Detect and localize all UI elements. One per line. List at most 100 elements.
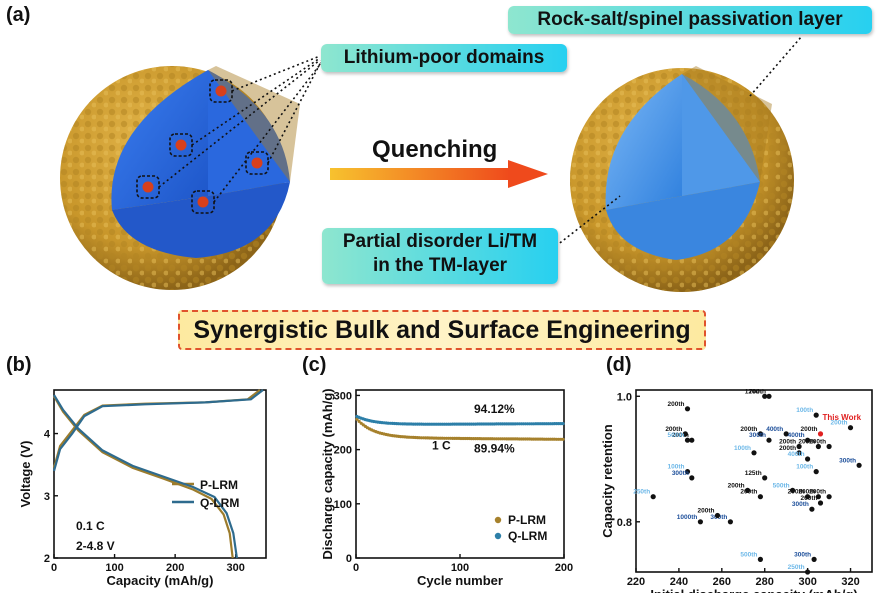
chart-d-point-label: 300th: [792, 501, 809, 508]
chart-d-point: [847, 425, 854, 431]
chart-b-y-tick-label: 3: [44, 491, 50, 503]
chart-b-q-lrm-discharge-curve: [53, 394, 238, 559]
chart-b-legend-q-lrm: Q-LRM: [200, 496, 239, 510]
chart-d-point: [809, 506, 815, 512]
chart-d-point: [811, 556, 817, 562]
chart-d-point-label: 400th: [788, 451, 805, 458]
chart-d-point: [790, 487, 796, 493]
sphere-right: [555, 35, 803, 292]
chart-b-x-tick-label: 200: [166, 562, 184, 574]
chart-c-retention-q: 94.12%: [474, 402, 515, 416]
chart-c-legend-p-lrm: P-LRM: [508, 513, 546, 527]
chart-c-y-tick-label: 0: [346, 553, 352, 565]
chart-d-y-tick-label: 1.0: [617, 391, 632, 403]
chart-d-point-label: 100th: [796, 464, 813, 471]
chart-d-x-axis-label: Initial discharge capacity (mAh/g): [650, 587, 857, 593]
chart-d-point: [813, 469, 819, 475]
chart-c-point-p-lrm: [357, 419, 361, 423]
chart-d-point: [714, 512, 721, 519]
chart-d-point-this-work: [817, 431, 824, 437]
chart-d-point: [745, 487, 751, 493]
chart-d-point: [826, 443, 832, 450]
chart-d-point: [805, 494, 811, 500]
schematic-graphic: [60, 35, 803, 292]
chart-d-point: [684, 437, 691, 443]
chart-d-point: [856, 462, 862, 468]
chart-d-point: [783, 431, 789, 437]
chart-d-x-tick-label: 300: [798, 576, 816, 588]
callout-disorder-line2: in the TM-layer: [372, 255, 508, 276]
chart-d-point: [762, 393, 768, 399]
chart-d-point: [757, 494, 763, 500]
chart-d-point: [766, 437, 772, 443]
chart-c-y-tick-label: 300: [334, 390, 352, 402]
chart-d-x-tick-label: 280: [756, 576, 774, 588]
chart-d-x-tick-label: 260: [713, 576, 731, 588]
chart-d-point: [751, 450, 757, 456]
chart-d-point-label: 200th: [740, 489, 757, 496]
chart-d-point-label: 200th: [809, 489, 826, 496]
chart-d-point-label: 100th: [796, 407, 813, 414]
chart-b-x-tick-label: 300: [227, 562, 245, 574]
chart-d-point: [796, 443, 802, 450]
chart-b-x-axis-label: Capacity (mAh/g): [107, 573, 214, 588]
chart-d-point-label: 250th: [633, 489, 650, 496]
panel-label-a: (a): [6, 4, 31, 26]
chart-c-rate-label: 1 C: [432, 439, 451, 453]
chart-d-point: [727, 519, 733, 525]
chart-c-x-tick-label: 200: [555, 562, 573, 574]
chart-c-x-axis-label: Cycle number: [417, 573, 503, 588]
chart-c-point-p-lrm: [561, 437, 565, 441]
chart-d-point-label: 100th: [668, 464, 685, 471]
chart-d-point-label: 200th: [779, 439, 796, 446]
chart-d-point-label: 300th: [839, 457, 856, 464]
chart-d-point-label: 300th: [672, 470, 689, 477]
chart-d-point: [684, 469, 691, 475]
quenching-label: Quenching: [372, 136, 498, 163]
callout-partial-disorder: Partial disorder Li/TM in the TM-layer: [322, 228, 558, 284]
chart-d-point: [796, 450, 802, 456]
chart-d-point-label: 200th: [809, 439, 826, 446]
callout-lithium-poor: Lithium-poor domains: [321, 44, 567, 72]
chart-c-y-tick-label: 200: [334, 445, 352, 457]
chart-d-point: [817, 500, 824, 506]
chart-d-point: [689, 437, 695, 443]
chart-d-point-label: 125th: [745, 470, 762, 477]
chart-d-point: [805, 437, 811, 443]
chart-d-point-label: 200th: [798, 489, 815, 496]
chart-d-point-label: 100th: [734, 445, 751, 452]
chart-c-legend-marker: [494, 516, 502, 524]
chart-d-point-label: 200th: [779, 445, 796, 452]
chart-b-p-lrm-discharge-curve: [53, 395, 234, 559]
chart-d-point-label: 200th: [728, 482, 745, 489]
chart-c-y-axis-label: Discharge capacity (mAh/g): [320, 388, 335, 559]
chart-d-point-label: 200th: [798, 439, 815, 446]
sphere-left: [60, 66, 300, 290]
chart-c-point-p-lrm: [355, 417, 359, 421]
panel-label-d: (d): [606, 354, 632, 376]
chart-d-point-label: 120th: [745, 388, 762, 395]
callout-disorder-line1: Partial disorder Li/TM: [342, 231, 538, 252]
chart-d-point-label: 300th: [749, 432, 766, 439]
quenching-arrow: [330, 160, 548, 188]
chart-d-point: [757, 556, 763, 562]
panel-label-c: (c): [302, 354, 327, 376]
chart-d-point-label: 200th: [672, 432, 689, 439]
chart-d-point-label: 500th: [773, 482, 790, 489]
banner-synergistic: Synergistic Bulk and Surface Engineering: [178, 310, 706, 350]
chart-d-point-label: 200th: [740, 426, 757, 433]
chart-d-point: [689, 475, 695, 481]
chart-c-x-tick-label: 100: [451, 562, 469, 574]
chart-d-point: [762, 475, 768, 481]
chart-d-point-label: 200th: [698, 508, 715, 515]
chart-d-point: [815, 443, 821, 450]
chart-d-point-label: 200th: [665, 426, 682, 433]
chart-d-point: [815, 494, 821, 500]
chart-c-x-tick-label: 0: [353, 562, 359, 574]
chart-d-point-label: 1000th: [677, 514, 698, 521]
chart-d-x-tick-label: 220: [627, 576, 645, 588]
chart-d-point-label: 200th: [788, 489, 805, 496]
